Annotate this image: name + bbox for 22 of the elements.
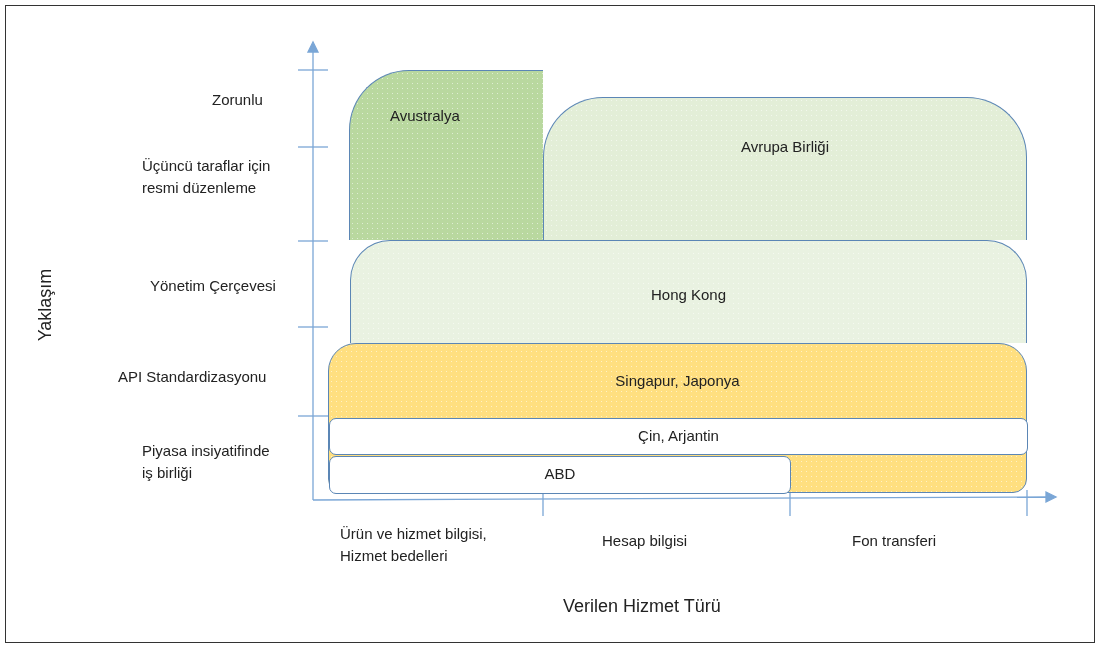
- axis-label: Hesap bilgisi: [602, 531, 689, 551]
- axis-label: Piyasa insiyatifinde iş birliği: [142, 441, 271, 483]
- region-bar: [329, 456, 791, 494]
- region-label: Hong Kong: [650, 286, 727, 303]
- axis-label: Yönetim Çerçevesi: [150, 276, 277, 296]
- axis-label: Üçüncü taraflar için resmi düzenleme: [142, 156, 272, 198]
- region-box: [349, 70, 543, 240]
- axis-title: Verilen Hizmet Türü: [563, 596, 721, 617]
- region-label: Singapur, Japonya: [615, 372, 740, 389]
- axis-label: Fon transferi: [852, 531, 938, 551]
- region-label: ABD: [544, 465, 576, 482]
- region-box: [350, 240, 1027, 343]
- axis-label: Zorunlu: [212, 90, 264, 110]
- region-box: [328, 343, 1027, 493]
- axis-label: API Standardizasyonu: [118, 367, 268, 387]
- region-box: [543, 97, 1027, 240]
- axis-title: Yaklaşım: [34, 268, 56, 342]
- region-label: Çin, Arjantin: [638, 427, 719, 444]
- region-label: Avustralya: [390, 107, 460, 124]
- region-label: Avrupa Birliği: [740, 138, 830, 155]
- axis-label: Ürün ve hizmet bilgisi, Hizmet bedelleri: [340, 524, 488, 566]
- region-bar: [329, 418, 1028, 455]
